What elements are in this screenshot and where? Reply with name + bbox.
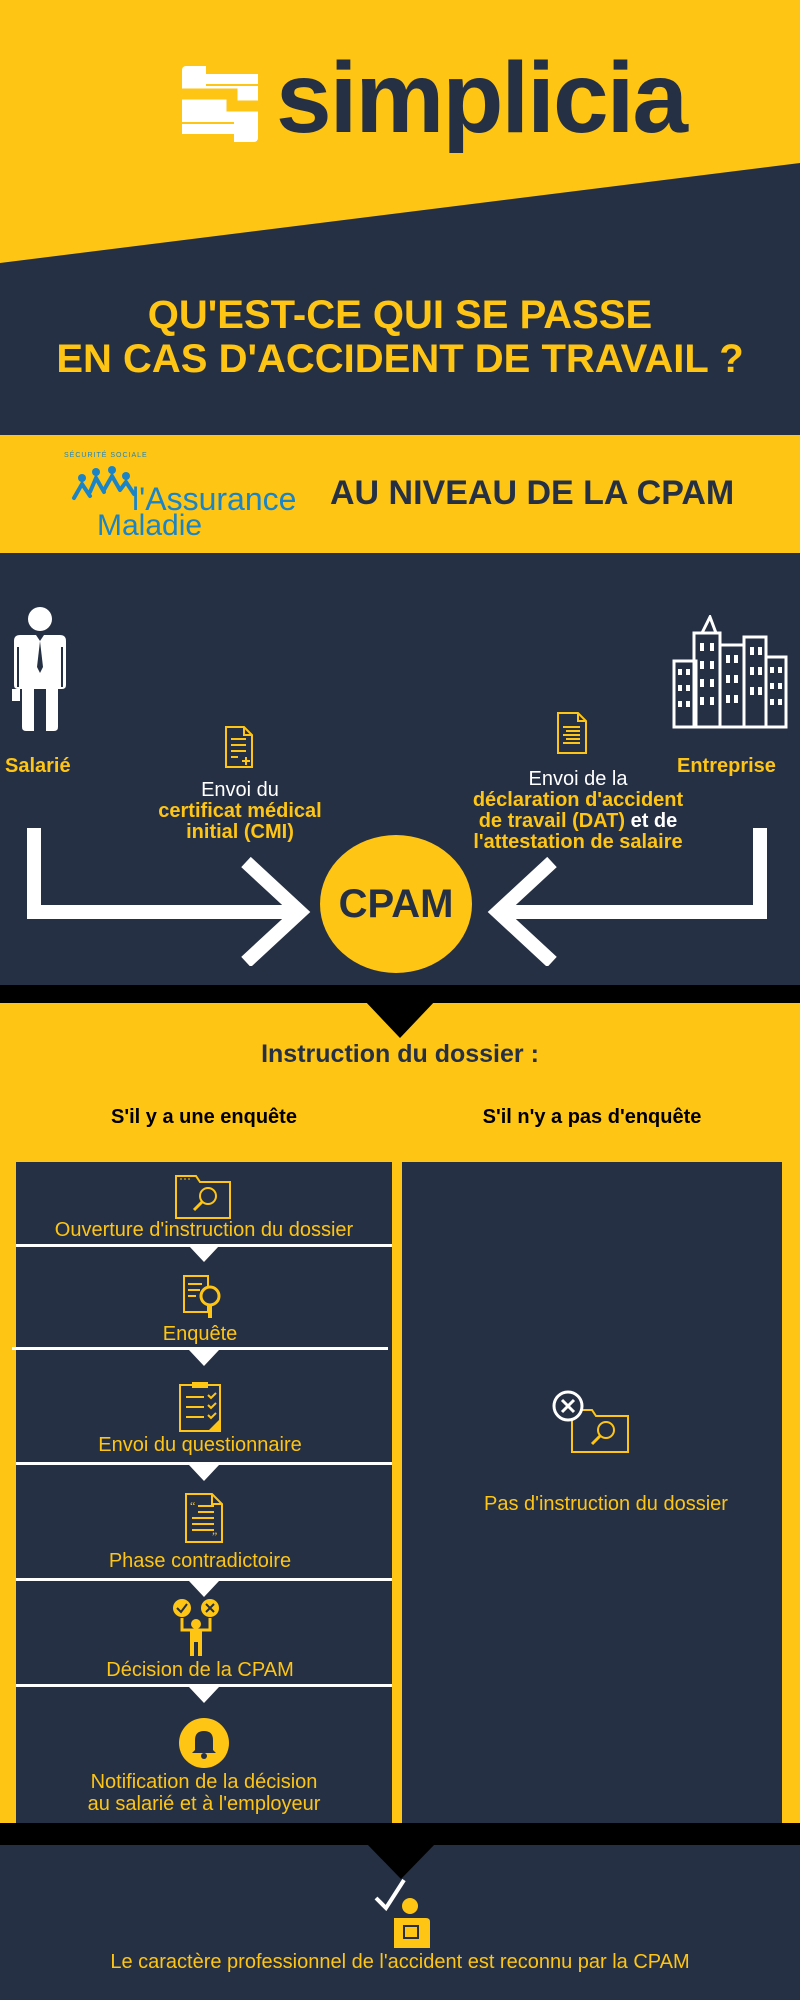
- step-divider: [16, 1684, 392, 1687]
- step-label-inquiry: Enquête: [162, 1323, 238, 1345]
- step-label-contradictory: Phase contradictoire: [108, 1550, 292, 1572]
- document-magnifier-icon: [183, 1275, 221, 1318]
- step-arrow-down: [189, 1350, 219, 1366]
- right-send-line2: déclaration d'accident: [472, 789, 684, 811]
- section-divider-band: [0, 985, 800, 1003]
- employee-icon: [12, 607, 66, 731]
- right-send-line3a: de travail (DAT): [478, 810, 626, 832]
- right-send-line1: Envoi de la: [528, 768, 628, 790]
- page-title: QU'EST-CE QUI SE PASSE EN CAS D'ACCIDENT…: [40, 293, 760, 381]
- with-inquiry-heading: S'il y a une enquête: [111, 1106, 297, 1128]
- assurance-maladie-logo-line1: l'Assurance: [132, 481, 297, 517]
- left-send-line1: Envoi du: [201, 779, 279, 801]
- folder-search-icon: [175, 1175, 231, 1219]
- bell-icon: [179, 1718, 229, 1768]
- header-background: [0, 0, 800, 440]
- svg-text:”: ”: [212, 1529, 217, 1543]
- page-title-line1: QU'EST-CE QUI SE PASSE: [147, 293, 653, 337]
- right-send-line4: l'attestation de salaire: [473, 831, 683, 853]
- without-inquiry-panel: [402, 1162, 782, 1823]
- footer-divider-band: [0, 1823, 800, 1845]
- svg-text:“: “: [190, 1499, 195, 1513]
- company-label: Entreprise: [677, 755, 776, 777]
- step-label-notification-line2: au salarié et à l'employeur: [87, 1793, 321, 1815]
- step-divider: [16, 1462, 392, 1465]
- step-divider: [12, 1347, 388, 1350]
- left-send-text: Envoi du certificat médical initial (CMI…: [130, 780, 350, 843]
- step-label-notification: Notification de la décision au salarié e…: [16, 1771, 392, 1815]
- left-flow-arrow: [27, 828, 311, 966]
- step-label-opening: Ouverture d'instruction du dossier: [54, 1219, 354, 1241]
- right-send-text: Envoi de la déclaration d'accident de tr…: [448, 769, 708, 853]
- step-label-decision: Décision de la CPAM: [106, 1659, 294, 1681]
- no-instruction-label: Pas d'instruction du dossier: [484, 1493, 728, 1515]
- step-label-notification-line1: Notification de la décision: [90, 1771, 318, 1793]
- left-send-line2: certificat médical: [158, 800, 322, 822]
- step-label-questionnaire: Envoi du questionnaire: [98, 1434, 302, 1456]
- medical-document-icon: [225, 726, 253, 768]
- footer-text: Le caractère professionnel de l'accident…: [110, 1951, 690, 1973]
- with-inquiry-panel: [16, 1162, 392, 1823]
- checklist-icon: [179, 1382, 221, 1432]
- section-pointer-down: [364, 1000, 436, 1038]
- assurance-maladie-logo-icon: [72, 466, 136, 500]
- brand-name: simplicia: [276, 42, 688, 154]
- no-folder-search-icon: [552, 1390, 629, 1453]
- step-arrow-down: [189, 1581, 219, 1597]
- approved-person-icon: [374, 1878, 430, 1948]
- step-arrow-down: [189, 1687, 219, 1703]
- step-divider: [16, 1244, 392, 1247]
- assurance-maladie-small-text: SÉCURITÉ SOCIALE: [64, 452, 148, 459]
- step-divider: [16, 1578, 392, 1581]
- declaration-document-icon: [557, 712, 587, 754]
- cpam-circle: CPAM: [320, 835, 472, 973]
- instruction-title: Instruction du dossier :: [261, 1040, 539, 1068]
- right-flow-arrow: [487, 828, 767, 966]
- assurance-maladie-logo-line2: Maladie: [97, 509, 203, 542]
- quote-document-icon: “ ”: [185, 1493, 223, 1543]
- page-title-line2: EN CAS D'ACCIDENT DE TRAVAIL ?: [56, 337, 744, 381]
- cpam-section-heading: AU NIVEAU DE LA CPAM: [330, 474, 735, 512]
- step-arrow-down: [189, 1465, 219, 1481]
- right-send-line3b: et de: [625, 810, 678, 832]
- employee-label: Salarié: [5, 755, 71, 777]
- footer-pointer-down: [366, 1843, 436, 1879]
- decision-person-icon: [173, 1599, 219, 1656]
- buildings-icon: [672, 615, 788, 729]
- simplicia-logo-icon: [182, 66, 258, 142]
- without-inquiry-heading: S'il n'y a pas d'enquête: [482, 1106, 702, 1128]
- step-arrow-down: [189, 1246, 219, 1262]
- left-send-line3: initial (CMI): [186, 821, 294, 843]
